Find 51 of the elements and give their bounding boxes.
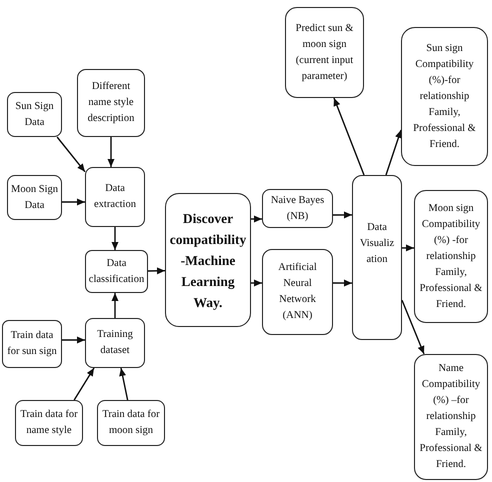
arrow (251, 216, 262, 222)
box-label: Data Visualiz ation (358, 221, 396, 267)
arrow (148, 267, 166, 274)
box-label: Data extraction (93, 182, 137, 212)
box-label: Data classification (88, 256, 145, 286)
arrow (333, 211, 352, 218)
box-label: Moon Sign Data (10, 182, 59, 212)
rounded-box (97, 400, 165, 446)
rounded-box (7, 175, 62, 220)
arrow (402, 244, 414, 252)
rounded-box (85, 167, 145, 227)
box-label: Different name style description (86, 80, 136, 126)
rounded-box (262, 249, 333, 335)
arrow (385, 130, 402, 176)
rounded-box (85, 250, 148, 293)
arrow (251, 280, 262, 286)
arrow (62, 198, 85, 206)
box-label: Training dataset (96, 328, 134, 358)
arrow (56, 136, 86, 172)
arrow (119, 368, 128, 400)
box-label: Moon sign Compatibility (%) -for relationship Family, Professional & Friend. (418, 202, 484, 312)
arrow (62, 336, 85, 344)
rounded-box (77, 69, 145, 137)
rounded-box (85, 318, 145, 368)
box-label: Artificial Neural Network (ANN) (277, 261, 318, 323)
rounded-box (15, 400, 83, 446)
arrow (401, 300, 425, 354)
box-label: Train data for moon sign (101, 408, 161, 438)
box-label: Train data for name style (19, 408, 79, 438)
box-label: Naive Bayes (NB) (270, 194, 326, 224)
box-label: Discover compatibility -Machine Learning Way. (168, 210, 248, 312)
rounded-box (2, 320, 62, 368)
rounded-box (414, 190, 488, 323)
rounded-box (165, 193, 251, 327)
box-label: Sun sign Compatibility (%)-for relationship Family, Professional & Friend. (412, 42, 477, 152)
rounded-box (285, 7, 364, 98)
arrow (333, 98, 365, 176)
arrow (74, 368, 95, 400)
rounded-box (352, 175, 402, 340)
arrow (333, 280, 352, 287)
arrow (112, 227, 118, 250)
box-label: Name Compatibility (%) –for relationship Family, Professional & Friend. (418, 362, 484, 472)
box-label: Train data for sun sign (6, 329, 58, 359)
arrow (108, 137, 114, 167)
rounded-box (401, 27, 488, 166)
box-label: Sun Sign Data (14, 100, 55, 130)
arrow (112, 293, 118, 318)
rounded-box (262, 189, 333, 228)
box-label: Predict sun & moon sign (current input parameter) (294, 22, 354, 84)
rounded-box (414, 354, 488, 480)
rounded-box (7, 92, 62, 137)
